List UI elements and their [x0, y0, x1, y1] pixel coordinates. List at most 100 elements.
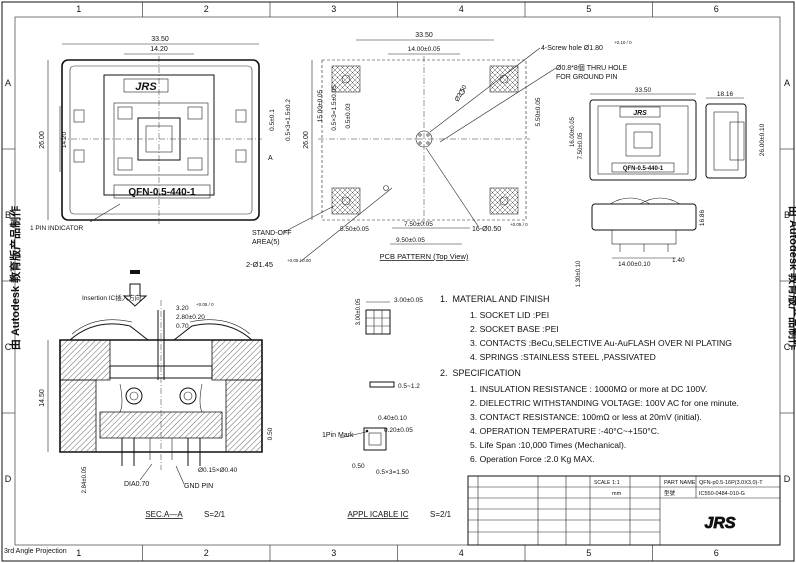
material-item: 3. CONTACTS :BeCu,SELECTIVE Au-AuFLASH O…	[470, 338, 732, 348]
top-view-model-label: QFN-0.5-440-1	[128, 187, 196, 198]
side-dim-7-50: 7.50±0.05	[578, 132, 584, 159]
applicable-ic-view: 3.00±0.05 3.00±0.05 0.5~1.2 1Pin Mark 0.…	[322, 297, 452, 519]
column-label-top: 6	[714, 4, 719, 14]
ic-dim-pitch: 0.5×3=1.50	[376, 469, 409, 476]
material-heading-number: 1.	[440, 294, 448, 304]
material-item-text: SOCKET LID :PEI	[479, 310, 550, 320]
spec-item: 1. INSULATION RESISTANCE : 1000MΩ or mor…	[470, 384, 707, 394]
column-label-bottom: 5	[586, 548, 591, 558]
spec-heading-text: SPECIFICATION	[452, 368, 521, 378]
material-item-number: 2.	[470, 324, 478, 334]
row-label-right: A	[784, 78, 790, 88]
pcb-dim-r: Ø2.50	[454, 84, 469, 103]
sec-dim-2-80: 2.80±0.20	[176, 314, 205, 321]
column-label-bottom: 4	[459, 548, 464, 558]
pcb-dim-pitch-small: 0.5±0.03	[345, 103, 352, 129]
pcb-caption: PCB PATTERN (Top View)	[380, 252, 469, 261]
pcb-dim-right: 5.50±0.05	[535, 97, 542, 126]
pcb-dim-height: 26.00	[303, 131, 310, 149]
ic-dim-vertical: 3.00±0.05	[356, 298, 362, 325]
spec-item-text: DIELECTRIC WITHSTANDING VOLTAGE: 100V AC…	[479, 398, 739, 408]
column-label-top: 3	[331, 4, 336, 14]
spec-item-number: 1.	[470, 384, 478, 394]
pcb-dim-pitch: 0.5×3=1.5±0.05	[331, 85, 338, 131]
ic-dim-0-50: 0.50	[352, 463, 365, 470]
ic-dim-0-20: 0.20±0.05	[384, 427, 413, 434]
title-block-logo: JRS	[704, 515, 735, 532]
spec-item: 4. OPERATION TEMPERATURE :-40°C~+150°C.	[470, 426, 659, 436]
unit-value: mm	[612, 491, 622, 497]
thru-hole-label-2: FOR GROUND PIN	[556, 74, 617, 81]
column-label-top: 5	[586, 4, 591, 14]
side-dim-front-height: 16.86	[699, 209, 706, 226]
side-dim-16-00: 16.00±0.05	[570, 116, 576, 147]
material-item-text: SPRINGS :STAINLESS STEEL ,PASSIVATED	[479, 352, 656, 362]
column-label-top: 2	[204, 4, 209, 14]
pcb-dim-9-50: 9.50±0.05	[396, 237, 425, 244]
insertion-label: Insertion IC插入方向	[82, 293, 141, 302]
ic-dim-horizontal: 3.00±0.05	[394, 297, 423, 304]
dim-lid-width: 14.20	[150, 46, 168, 53]
part-no-value: IC550-0484-010-G	[699, 491, 745, 497]
dim-inner-height: 14.20	[61, 131, 68, 148]
spec-item: 5. Life Span :10,000 Times (Mechanical).	[470, 440, 626, 450]
material-item-text: CONTACTS :BeCu,SELECTIVE Au-AuFLASH OVER…	[479, 338, 732, 348]
sec-dim-0-50: 0.50	[267, 427, 274, 440]
scale-value: 1:1	[612, 480, 620, 486]
dim-overall-height: 26.00	[39, 131, 46, 149]
screw-hole-tol: +0.10 / 0	[614, 40, 632, 45]
spec-item-number: 2.	[470, 398, 478, 408]
spec-item-number: 5.	[470, 440, 478, 450]
side-logo: JRS	[633, 110, 647, 117]
pcb-dim-inner-width: 14.00±0.05	[408, 46, 441, 53]
ic-dim-0-40: 0.40±0.10	[378, 415, 407, 422]
dim-pitch: 0.5×3=1.5±0.2	[285, 99, 292, 141]
holes-2-label: 2-Ø1.45	[246, 260, 273, 269]
pcb-dim-width: 33.50	[415, 32, 433, 39]
material-item-text: SOCKET BASE :PEI	[479, 324, 559, 334]
dim-small: 0.5±0.1	[269, 109, 276, 131]
side-dim-height: 26.00±0.10	[759, 123, 766, 156]
holes-16-label: 16-Ø0.50	[472, 226, 501, 233]
column-label-bottom: 1	[76, 548, 81, 558]
material-item-number: 4.	[470, 352, 478, 362]
column-label-bottom: 2	[204, 548, 209, 558]
spec-item-number: 4.	[470, 426, 478, 436]
spec-heading-number: 2.	[440, 368, 448, 378]
spec-item: 6. Operation Force :2.0 Kg MAX.	[470, 454, 595, 464]
part-name-value: QFN-p0.5-16P(3.0X3.0)-T	[699, 480, 763, 486]
ic-dim-thickness: 0.5~1.2	[398, 383, 420, 390]
side-dim-base-width: 14.00±0.10	[618, 261, 651, 268]
spec-item-text: CONTACT RESISTANCE: 100mΩ or less at 20m…	[479, 412, 702, 422]
holes-16-tol: +0.05 / 0	[510, 222, 528, 227]
material-item: 4. SPRINGS :STAINLESS STEEL ,PASSIVATED	[470, 352, 656, 362]
column-label-bottom: 3	[331, 548, 336, 558]
row-label-left: C	[5, 342, 12, 352]
row-label-left: A	[5, 78, 11, 88]
spec-item-number: 3.	[470, 412, 478, 422]
column-label-top: 1	[76, 4, 81, 14]
sec-scale: S=2/1	[204, 510, 226, 519]
spec-item-number: 6.	[470, 454, 478, 464]
title-block: PART NAME QFN-p0.5-16P(3.0X3.0)-T 型號 IC5…	[467, 475, 781, 546]
spec-item: 2. DIELECTRIC WITHSTANDING VOLTAGE: 100V…	[470, 398, 739, 408]
side-dim-1-30: 1.30±0.10	[576, 260, 582, 287]
standoff-label-2: AREA(5)	[252, 239, 280, 246]
watermark-left: 由 Autodesk 教育版产品制作	[10, 205, 23, 351]
section-a-a-view: 14.50 3.20 +0.05 / 0 2.80±0.20 0.70 0.50…	[39, 300, 274, 519]
spec-item-text: INSULATION RESISTANCE : 1000MΩ or more a…	[479, 384, 708, 394]
insertion-direction: Insertion IC插入方向	[82, 270, 148, 307]
ic-scale: S=2/1	[430, 510, 452, 519]
side-dim-width: 33.50	[635, 87, 652, 94]
part-name-label: PART NAME	[664, 480, 696, 486]
sec-dia-label: DIA0.70	[124, 481, 149, 488]
spec-item-text: Operation Force :2.0 Kg MAX.	[479, 454, 595, 464]
sec-dim-3-20-tol: +0.05 / 0	[196, 302, 214, 307]
material-item-number: 3.	[470, 338, 478, 348]
scale-label: SCALE	[594, 480, 611, 486]
screw-hole-label: 4-Screw hole Ø1.80	[541, 45, 603, 52]
sec-dim-0-70: 0.70	[176, 323, 189, 330]
holes-2-tol: +0.05 / 0.00	[287, 258, 311, 263]
pcb-dim-5-50: 5.50±0.05	[340, 226, 369, 233]
